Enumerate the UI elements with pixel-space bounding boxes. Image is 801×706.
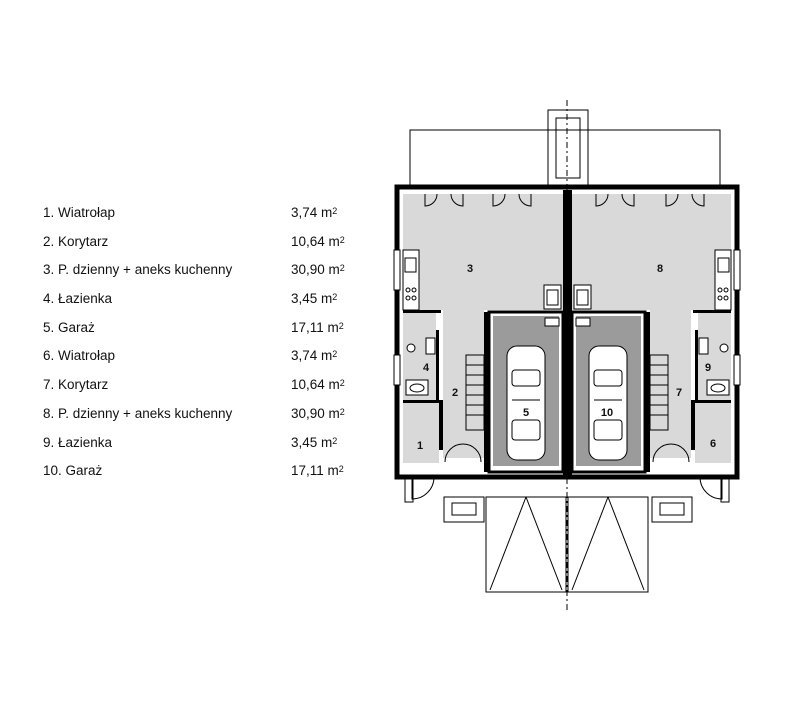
legend-row: 6. Wiatrołap 3,74 m2: [43, 346, 373, 375]
legend-room-name: 4. Łazienka: [43, 291, 113, 307]
legend-room-name: 9. Łazienka: [43, 434, 113, 450]
room-label-4: 4: [423, 362, 430, 374]
legend-room-area: 3,74 m2: [291, 348, 338, 364]
legend-row: 2. Korytarz 10,64 m2: [43, 232, 373, 261]
legend-room-name: 8. P. dzienny + aneks kuchenny: [43, 405, 233, 421]
legend-room-name: 5. Garaż: [43, 319, 95, 335]
legend-room-area: 17,11 m2: [291, 319, 344, 335]
room-label-3: 3: [467, 263, 473, 275]
legend-room-name: 2. Korytarz: [43, 233, 109, 249]
legend-room-area: 3,45 m2: [291, 291, 338, 307]
legend-row: 10. Garaż 17,11 m2: [43, 461, 373, 490]
room-label-6: 6: [710, 438, 716, 450]
legend-row: 1. Wiatrołap 3,74 m2: [43, 203, 373, 232]
room-label-10: 10: [601, 407, 613, 419]
legend-room-area: 30,90 m2: [291, 262, 345, 278]
room-label-1: 1: [417, 440, 423, 452]
room-label-2: 2: [452, 387, 458, 399]
vestibule-left: [403, 403, 439, 463]
legend-row: 9. Łazienka 3,45 m2: [43, 433, 373, 462]
bathroom-fixtures: [405, 337, 730, 396]
legend-room-area: 3,45 m2: [291, 434, 338, 450]
legend-row: 7. Korytarz 10,64 m2: [43, 375, 373, 404]
stairs-left: [444, 354, 485, 463]
legend-row: 3. P. dzienny + aneks kuchenny 30,90 m2: [43, 260, 373, 289]
legend-room-name: 3. P. dzienny + aneks kuchenny: [43, 262, 233, 278]
room-label-5: 5: [523, 407, 529, 419]
living-room-left: [403, 194, 563, 310]
legend-row: 5. Garaż 17,11 m2: [43, 318, 373, 347]
stairs-right: [649, 354, 690, 463]
legend-room-name: 10. Garaż: [43, 463, 103, 479]
interior-walls-right: [645, 310, 731, 472]
garage-right: [570, 310, 647, 474]
roof-overhang: [409, 109, 721, 188]
legend-room-area: 3,74 m2: [291, 205, 338, 220]
kitchen-counter-left: [402, 249, 420, 311]
legend-room-name: 1. Wiatrołap: [43, 205, 116, 220]
living-room-right: [572, 194, 731, 310]
legend-room-name: 7. Korytarz: [43, 377, 109, 393]
room-legend: 1. Wiatrołap 3,74 m2 2. Korytarz 10,64 m…: [43, 203, 373, 490]
entrance-doors: [404, 476, 730, 503]
terrace-doors: [424, 193, 705, 207]
hallway-left: [443, 310, 484, 458]
side-windows: [393, 249, 741, 386]
hallway-right: [650, 310, 691, 458]
car-icon-right: [588, 345, 628, 461]
interior-walls-left: [403, 310, 489, 472]
legend-room-area: 30,90 m2: [291, 405, 345, 421]
vestibule-right: [695, 403, 731, 463]
kitchen-counter-right: [714, 249, 732, 311]
room-label-7: 7: [676, 387, 682, 399]
legend-room-name: 6. Wiatrołap: [43, 348, 116, 364]
room-label-8: 8: [657, 263, 663, 275]
entrance-canopies: [443, 496, 693, 523]
driveways: [485, 496, 649, 593]
legend-room-area: 10,64 m2: [291, 377, 345, 393]
room-label-9: 9: [705, 362, 711, 374]
car-icon-left: [506, 345, 546, 461]
party-wall: [563, 190, 572, 475]
legend-room-area: 10,64 m2: [291, 233, 345, 249]
stove-unit: [543, 284, 592, 310]
legend-room-area: 17,11 m2: [291, 463, 344, 479]
legend-row: 4. Łazienka 3,45 m2: [43, 289, 373, 318]
legend-row: 8. P. dzienny + aneks kuchenny 30,90 m2: [43, 404, 373, 433]
